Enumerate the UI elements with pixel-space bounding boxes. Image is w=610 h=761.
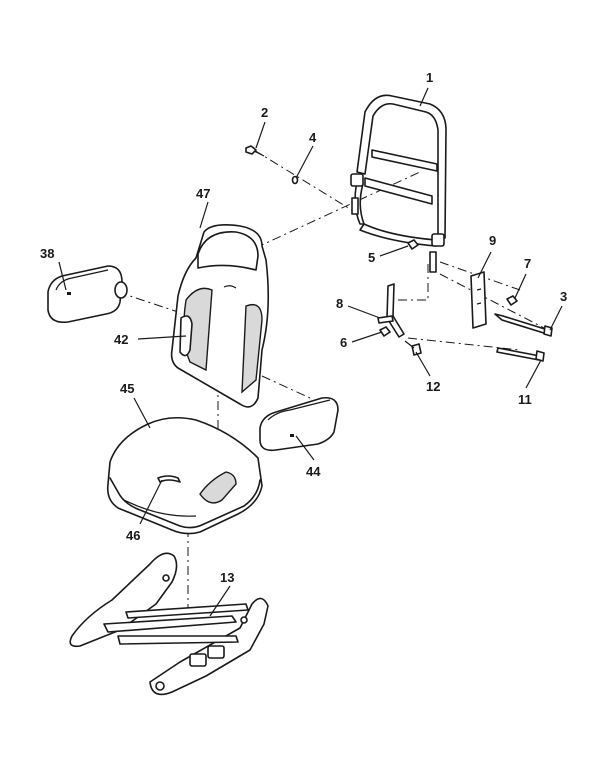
callout-38: 38 bbox=[40, 246, 54, 261]
right-armrest bbox=[259, 396, 339, 452]
callout-47: 47 bbox=[196, 186, 210, 201]
backrest-frame bbox=[350, 94, 447, 273]
link-bracket bbox=[377, 283, 405, 338]
callout-12: 12 bbox=[426, 379, 440, 394]
left-armrest bbox=[47, 265, 128, 324]
seat-frame bbox=[69, 552, 269, 696]
callout-44: 44 bbox=[306, 464, 321, 479]
seat-cushion bbox=[106, 416, 263, 535]
seat-back-cushion bbox=[170, 224, 270, 408]
callout-2: 2 bbox=[261, 105, 268, 120]
callout-5: 5 bbox=[368, 250, 375, 265]
leader-lines bbox=[58, 87, 563, 617]
callout-46: 46 bbox=[126, 528, 140, 543]
callout-42: 42 bbox=[114, 332, 128, 347]
callout-9: 9 bbox=[489, 233, 496, 248]
callout-labels: 1 2 4 47 38 42 5 9 7 3 8 6 12 11 44 45 4… bbox=[40, 70, 567, 585]
mounting-bracket bbox=[470, 271, 487, 329]
callout-8: 8 bbox=[336, 296, 343, 311]
assembly-lines bbox=[117, 149, 549, 608]
callout-7: 7 bbox=[524, 256, 531, 271]
callout-45: 45 bbox=[120, 381, 134, 396]
callout-3: 3 bbox=[560, 289, 567, 304]
callout-6: 6 bbox=[340, 335, 347, 350]
callout-4: 4 bbox=[309, 130, 317, 145]
hardware bbox=[245, 145, 553, 362]
callout-1: 1 bbox=[426, 70, 433, 85]
callout-13: 13 bbox=[220, 570, 234, 585]
callout-11: 11 bbox=[518, 392, 532, 407]
